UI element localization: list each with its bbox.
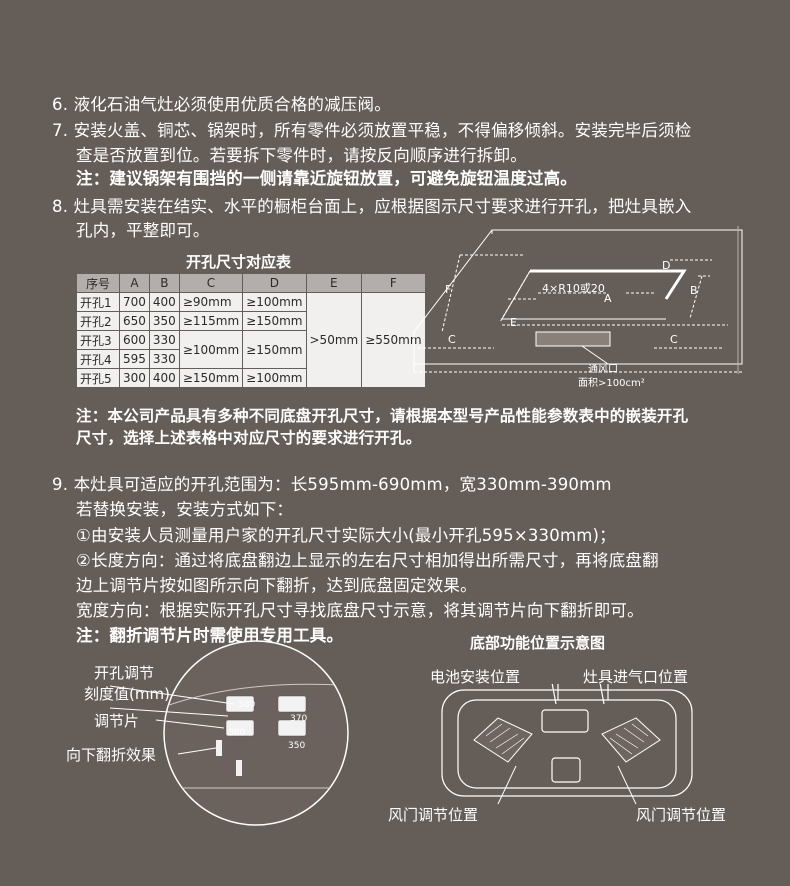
row4-b: 330 bbox=[148, 349, 180, 369]
battery-label: 电池安装位置 bbox=[430, 668, 521, 686]
table-note-line-2: 尺寸，选择上述表格中对应尺寸的要求进行开孔。 bbox=[76, 429, 422, 447]
table-row: 开孔5 300 400 ≥150mm ≥100mm bbox=[76, 368, 426, 388]
row1-c: ≥90mm bbox=[178, 292, 244, 312]
header-no: 序号 bbox=[76, 273, 120, 293]
table-row: 开孔1 700 400 ≥90mm ≥100mm >50mm ≥550mm bbox=[76, 292, 426, 388]
section-9-line-4: ②长度方向：通过将底盘翻边上显示的左右尺寸相加得出所需尺寸，再将底盘翻 bbox=[76, 551, 659, 570]
label-c-left: C bbox=[448, 333, 456, 346]
table-row: 开孔3 600 330 ≥100mm ≥150mm bbox=[76, 330, 426, 369]
label-e: E bbox=[510, 316, 517, 329]
damper-right-label: 风门调节位置 bbox=[636, 806, 727, 824]
section-9-line-2: 若替换安装，安装方式如下： bbox=[76, 500, 294, 519]
section-9-line-5: 边上调节片按如图所示向下翻折，达到底盘固定效果。 bbox=[76, 576, 477, 595]
row2-d: ≥150mm bbox=[242, 311, 307, 331]
section-9-line-1: 9. 本灶具可适应的开孔范围为：长595mm-690mm，宽330mm-390m… bbox=[52, 475, 612, 494]
label-b: B bbox=[690, 284, 698, 297]
row2-no: 开孔2 bbox=[76, 311, 120, 331]
row2-a: 650 bbox=[119, 311, 150, 331]
section-9-line-6: 宽度方向：根据实际开孔尺寸寻找底盘尺寸示意，将其调节片向下翻折即可。 bbox=[76, 601, 644, 620]
section-9-line-3: ①由安装人员测量用户家的开孔尺寸实际大小(最小开孔595×330mm)； bbox=[76, 526, 616, 545]
header-f: F bbox=[361, 273, 426, 293]
label-scale-1: 开孔调节 bbox=[94, 664, 155, 682]
row5-b: 400 bbox=[148, 368, 180, 388]
section-8-line-2: 孔内，平整即可。 bbox=[76, 221, 210, 240]
table-header-row: 序号 A B C D E F bbox=[76, 273, 426, 293]
label-fold: 向下翻折效果 bbox=[66, 746, 157, 764]
section-8-line-1: 8. 灶具需安装在结实、水平的橱柜台面上，应根据图示尺寸要求进行开孔，把灶具嵌入 bbox=[52, 197, 692, 216]
row1-d: ≥100mm bbox=[242, 292, 307, 312]
mark-350: 350 bbox=[288, 741, 305, 751]
header-c: C bbox=[178, 273, 244, 293]
table-row: 开孔4 595 330 bbox=[76, 349, 426, 369]
vent-area: 面积>100cm² bbox=[578, 377, 645, 389]
label-d: D bbox=[662, 259, 670, 272]
damper-left-label: 风门调节位置 bbox=[388, 806, 479, 824]
row1-no: 开孔1 bbox=[76, 292, 120, 312]
merged-f: ≥550mm bbox=[361, 292, 426, 388]
mark-360: 360 bbox=[228, 728, 245, 738]
row4-a: 595 bbox=[119, 349, 150, 369]
merged-d: ≥150mm bbox=[242, 330, 307, 369]
merged-e: >50mm bbox=[305, 292, 363, 388]
cutout-diagram: 4×R10或20 A B C C D E F 通风口 面积>100cm² bbox=[413, 226, 743, 389]
table-title: 开孔尺寸对应表 bbox=[186, 253, 292, 271]
vent-label: 通风口 bbox=[588, 363, 618, 375]
row4-no: 开孔4 bbox=[76, 349, 120, 369]
row1-a: 700 bbox=[119, 292, 150, 312]
air-inlet-label: 灶具进气口位置 bbox=[583, 668, 689, 686]
row5-a: 300 bbox=[119, 368, 150, 388]
section-7-line-2: 查是否放置到位。若要拆下零件时，请按反向顺序进行拆卸。 bbox=[76, 146, 527, 165]
table-note-line-1: 注：本公司产品具有多种不同底盘开孔尺寸，请根据本型号产品性能参数表中的嵌装开孔 bbox=[76, 407, 689, 425]
section-6-text: 6. 液化石油气灶必须使用优质合格的减压阀。 bbox=[52, 95, 391, 114]
mark-370: 370 bbox=[290, 714, 307, 724]
row5-c: ≥150mm bbox=[178, 368, 244, 388]
row1-b: 400 bbox=[148, 292, 180, 312]
row3-b: 330 bbox=[148, 330, 180, 350]
section-7-line-1: 7. 安装火盖、铜芯、锅架时，所有零件必须放置平稳，不得偏移倾斜。安装完毕后须检 bbox=[52, 121, 692, 140]
section-9-note: 注：翻折调节片时需使用专用工具。 bbox=[76, 626, 344, 645]
row3-no: 开孔3 bbox=[76, 330, 120, 350]
header-d: D bbox=[242, 273, 307, 293]
header-b: B bbox=[148, 273, 180, 293]
row3-a: 600 bbox=[119, 330, 150, 350]
label-tab: 调节片 bbox=[94, 712, 140, 730]
row5-d: ≥100mm bbox=[242, 368, 307, 388]
section-7-note: 注：建议锅架有围挡的一侧请靠近旋钮放置，可避免旋钮温度过高。 bbox=[76, 169, 577, 188]
header-e: E bbox=[305, 273, 363, 293]
label-scale-2: 刻度值(mm) bbox=[84, 685, 170, 703]
adjustment-tab-diagram: 380 370 360 350 bbox=[109, 640, 349, 826]
hole-size-table: 序号 A B C D E F 开孔1 700 400 ≥90mm ≥100mm … bbox=[76, 273, 426, 388]
bottom-function-diagram bbox=[441, 684, 693, 805]
label-f: F bbox=[445, 283, 451, 296]
label-a: A bbox=[604, 292, 612, 305]
row2-b: 350 bbox=[148, 311, 180, 331]
cutout-radius-text: 4×R10或20 bbox=[542, 282, 605, 295]
label-c-right: C bbox=[670, 333, 678, 346]
mark-380: 380 bbox=[238, 700, 255, 710]
row2-c: ≥115mm bbox=[178, 311, 244, 331]
row5-no: 开孔5 bbox=[76, 368, 120, 388]
merged-c: ≥100mm bbox=[178, 330, 244, 369]
header-a: A bbox=[119, 273, 150, 293]
bottom-diagram-title: 底部功能位置示意图 bbox=[470, 634, 606, 652]
